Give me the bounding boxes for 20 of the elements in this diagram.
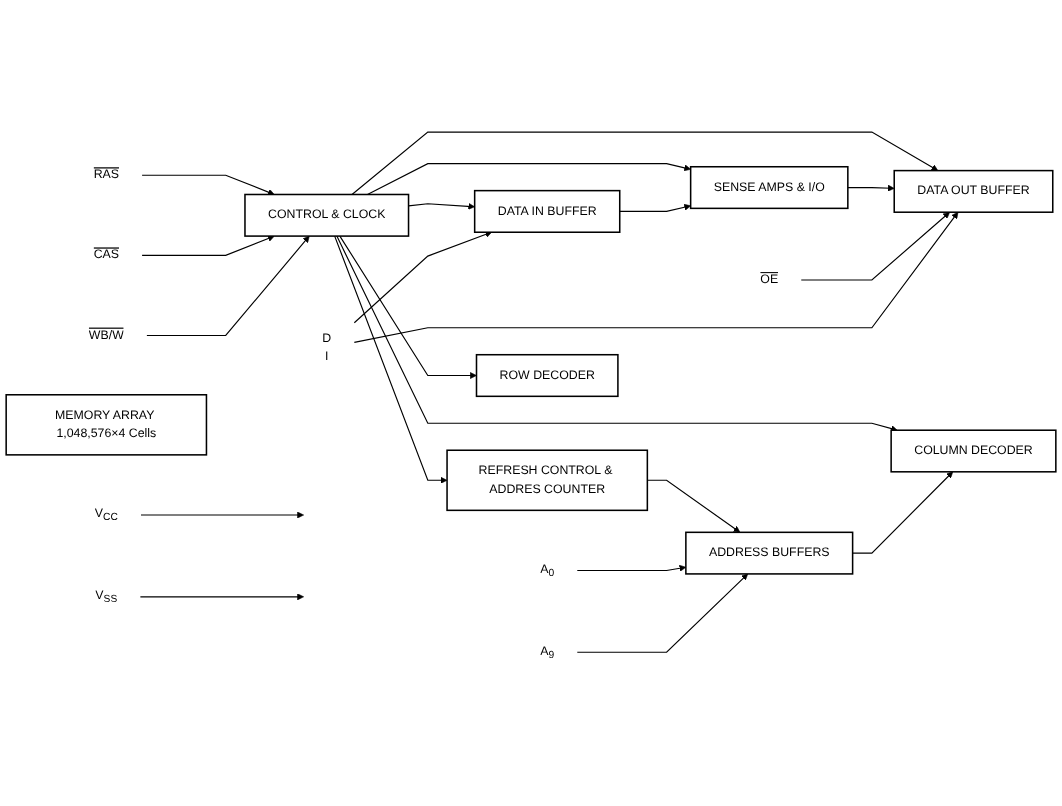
arrow (353, 231, 492, 324)
arrow (141, 174, 275, 196)
arrow (139, 593, 304, 601)
arrow (576, 573, 748, 653)
arrow (619, 203, 691, 212)
arrow (339, 235, 477, 379)
arrow (351, 131, 939, 196)
arrow (336, 235, 898, 432)
arrow (576, 564, 687, 572)
arrow (852, 471, 954, 554)
arrow (366, 163, 691, 196)
arrow (353, 211, 959, 343)
arrow (334, 235, 448, 484)
arrow (141, 235, 275, 256)
arrow (407, 203, 475, 210)
arrow (140, 511, 304, 519)
arrow (800, 211, 950, 281)
arrow (646, 479, 741, 533)
arrow (146, 235, 310, 337)
arrow (847, 184, 895, 192)
